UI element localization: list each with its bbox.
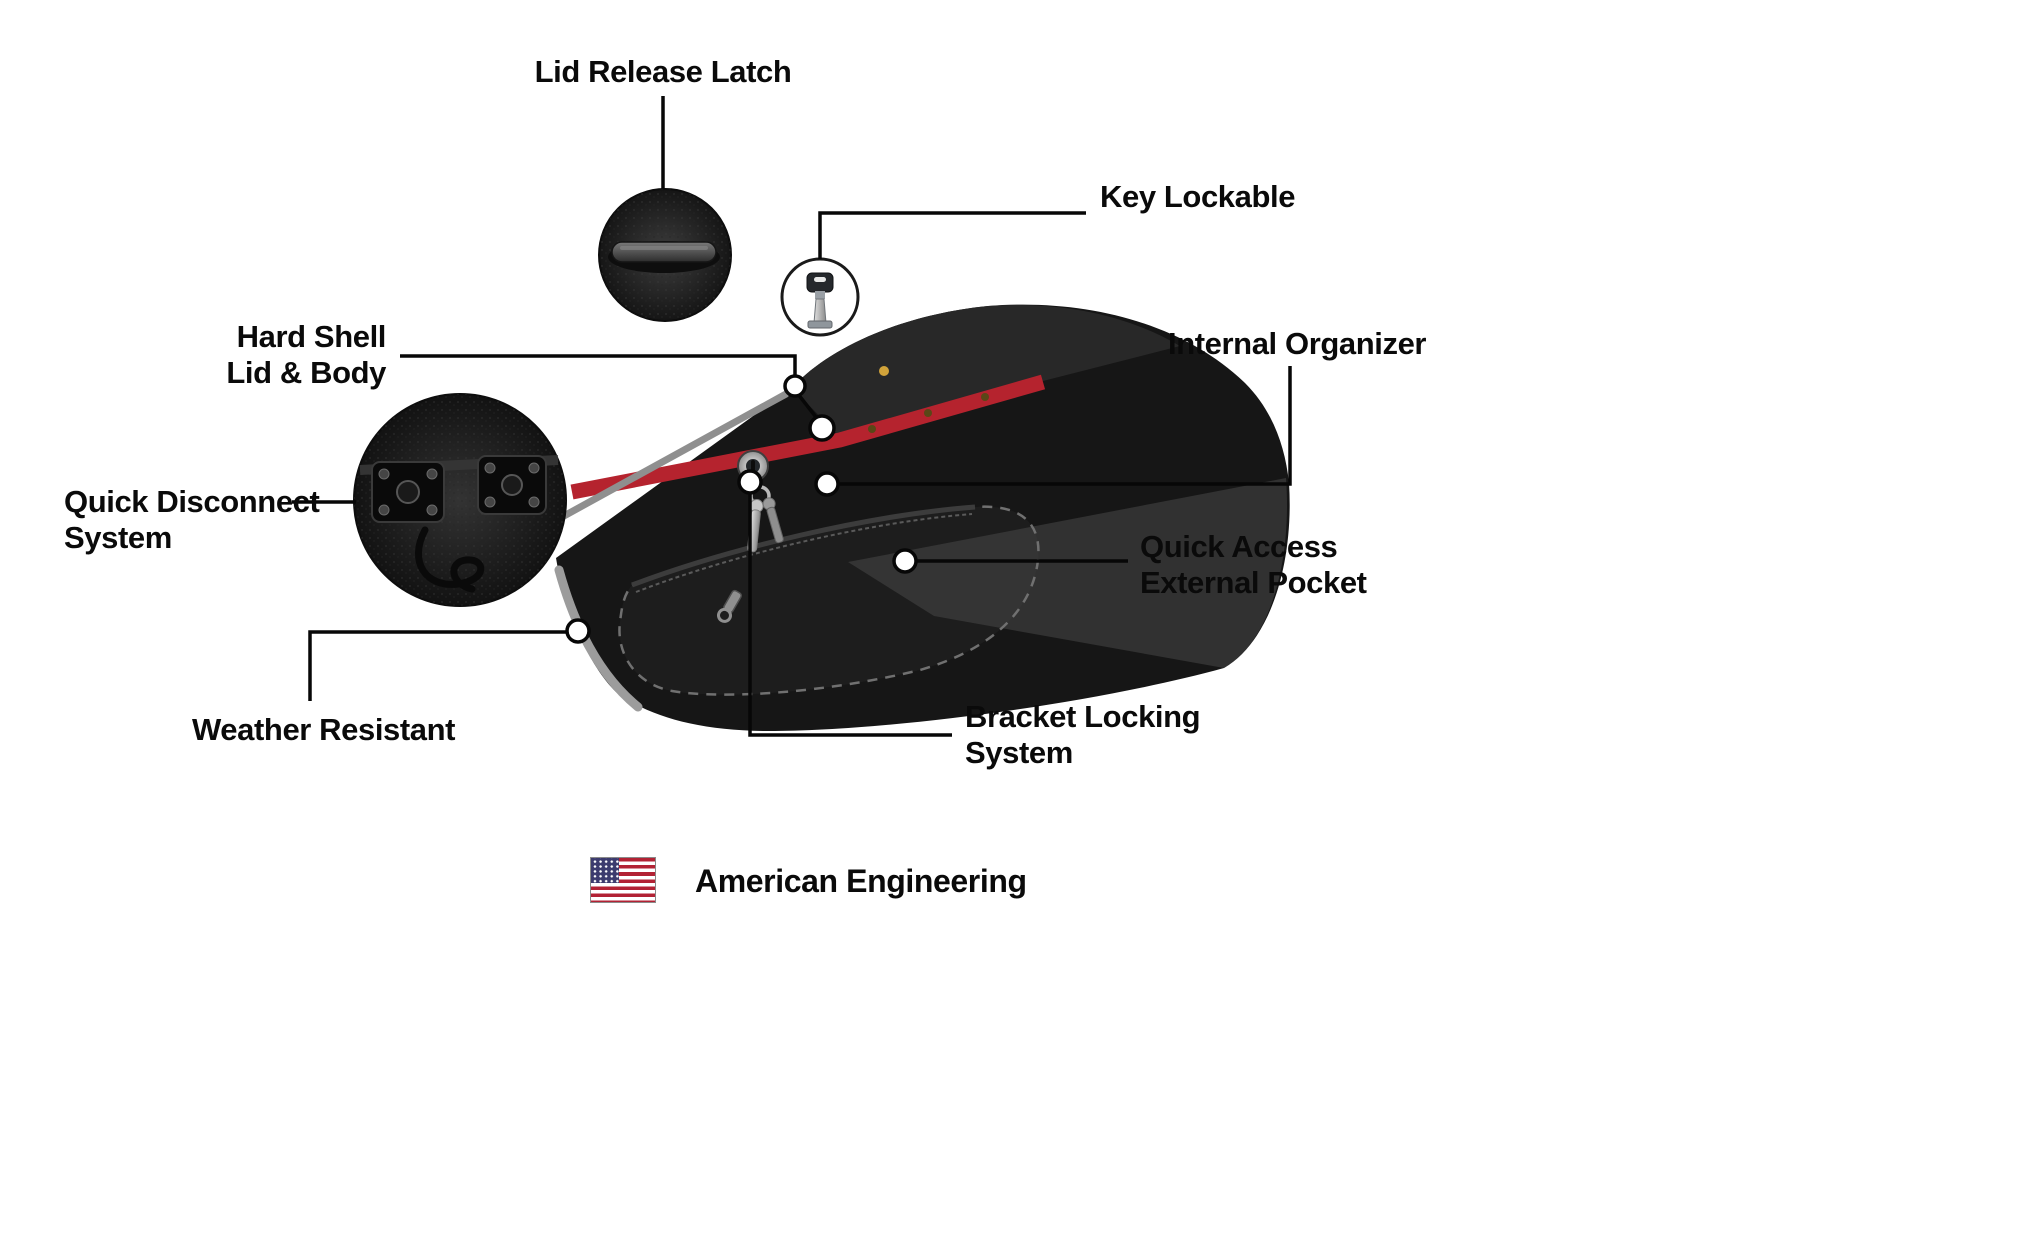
quick-access-line2: External Pocket [1140,565,1367,600]
release-cord [414,526,485,593]
bracket-locking-line [748,493,952,737]
callout-label-quick-disconnect-system: Quick Disconnect System [64,484,320,556]
gold-rivet [879,366,889,376]
pocket-zipper-teeth [635,513,973,593]
internal-organizer-text: Internal Organizer [1168,326,1427,361]
quick-disconnect-line1: Quick Disconnect [64,484,320,519]
hard-shell-body-dot [808,414,836,442]
key-lockable-text: Key Lockable [1100,179,1296,214]
hard-shell-line2: Lid & Body [226,355,386,390]
lid-release-latch-text: Lid Release Latch [534,54,792,89]
quick-access-dot [892,548,918,574]
saddlebag-illustration [549,304,1290,731]
callout-dots [565,374,918,644]
callout-label-key-lockable: Key Lockable [1100,179,1295,215]
weather-resistant-text: Weather Resistant [192,712,456,747]
internal-organizer-line [839,366,1292,486]
mount-bracket-right [477,455,547,515]
lid-gloss [792,304,1180,439]
bracket-locking-line1: Bracket Locking [965,699,1201,734]
us-flag-canton [591,858,619,883]
bottom-edge-piping [554,565,643,712]
reflective-piping [549,390,790,526]
callout-lines [292,96,1292,737]
callout-label-bracket-locking-system: Bracket Locking System [965,699,1201,771]
bracket-locking-line2: System [965,735,1073,770]
callout-label-lid-release-latch: Lid Release Latch [535,54,792,90]
red-accent-stripe [570,374,1046,500]
callout-label-internal-organizer: Internal Organizer [1168,326,1426,362]
pocket-zipper-track [631,504,976,588]
zipper-pull [717,589,742,623]
hard-shell-line1: Hard Shell [236,319,387,354]
callout-label-hard-shell-lid-body: Hard Shell Lid & Body [226,319,386,391]
quick-access-line1: Quick Access [1140,529,1338,564]
callout-label-weather-resistant: Weather Resistant [192,712,456,748]
stripe-rivet [924,409,932,417]
mount-bracket-left [371,461,445,523]
hard-shell-line [400,354,797,376]
hard-shell-lid-dot [783,374,807,398]
lid-latch-photo-inset [598,188,732,322]
body-sheen [848,478,1288,668]
quick-disconnect-mount-photo-inset [353,393,567,607]
stripe-rivet [981,393,989,401]
quick-disconnect-line2: System [64,520,172,555]
us-flag-icon [590,857,656,903]
bracket-locking-dot [737,469,763,495]
stripe-rivet [868,425,876,433]
key-lockable-line [818,211,1086,259]
internal-organizer-dot [814,471,840,497]
american-engineering-text: American Engineering [695,863,1027,899]
weather-resistant-dot [565,618,591,644]
footer-american-engineering: American Engineering [695,862,1027,900]
weather-resistant-line [308,630,566,701]
key-icon [780,257,860,337]
callout-label-quick-access-external-pocket: Quick Access External Pocket [1140,529,1367,601]
